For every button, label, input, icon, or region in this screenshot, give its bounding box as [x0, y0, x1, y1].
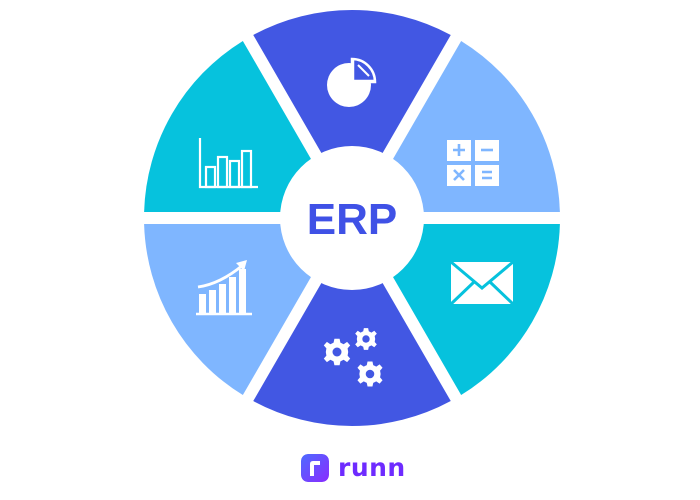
center-circle	[280, 146, 424, 290]
pie-chart-icon	[327, 57, 377, 107]
runn-logo-icon	[301, 454, 329, 482]
segment-pie-chart	[253, 9, 451, 207]
runn-brand: runn	[301, 452, 406, 484]
brand-name: runn	[338, 453, 406, 482]
growth-chart-icon	[196, 260, 252, 316]
segment-settings	[253, 230, 451, 427]
gears-icon	[323, 328, 383, 387]
calculator-icon	[447, 140, 499, 186]
segment-calculator	[362, 40, 560, 212]
segment-bar-chart	[144, 40, 342, 212]
envelope-icon	[449, 260, 515, 306]
center-label: ERP	[307, 195, 397, 244]
bar-chart-icon	[198, 138, 258, 189]
